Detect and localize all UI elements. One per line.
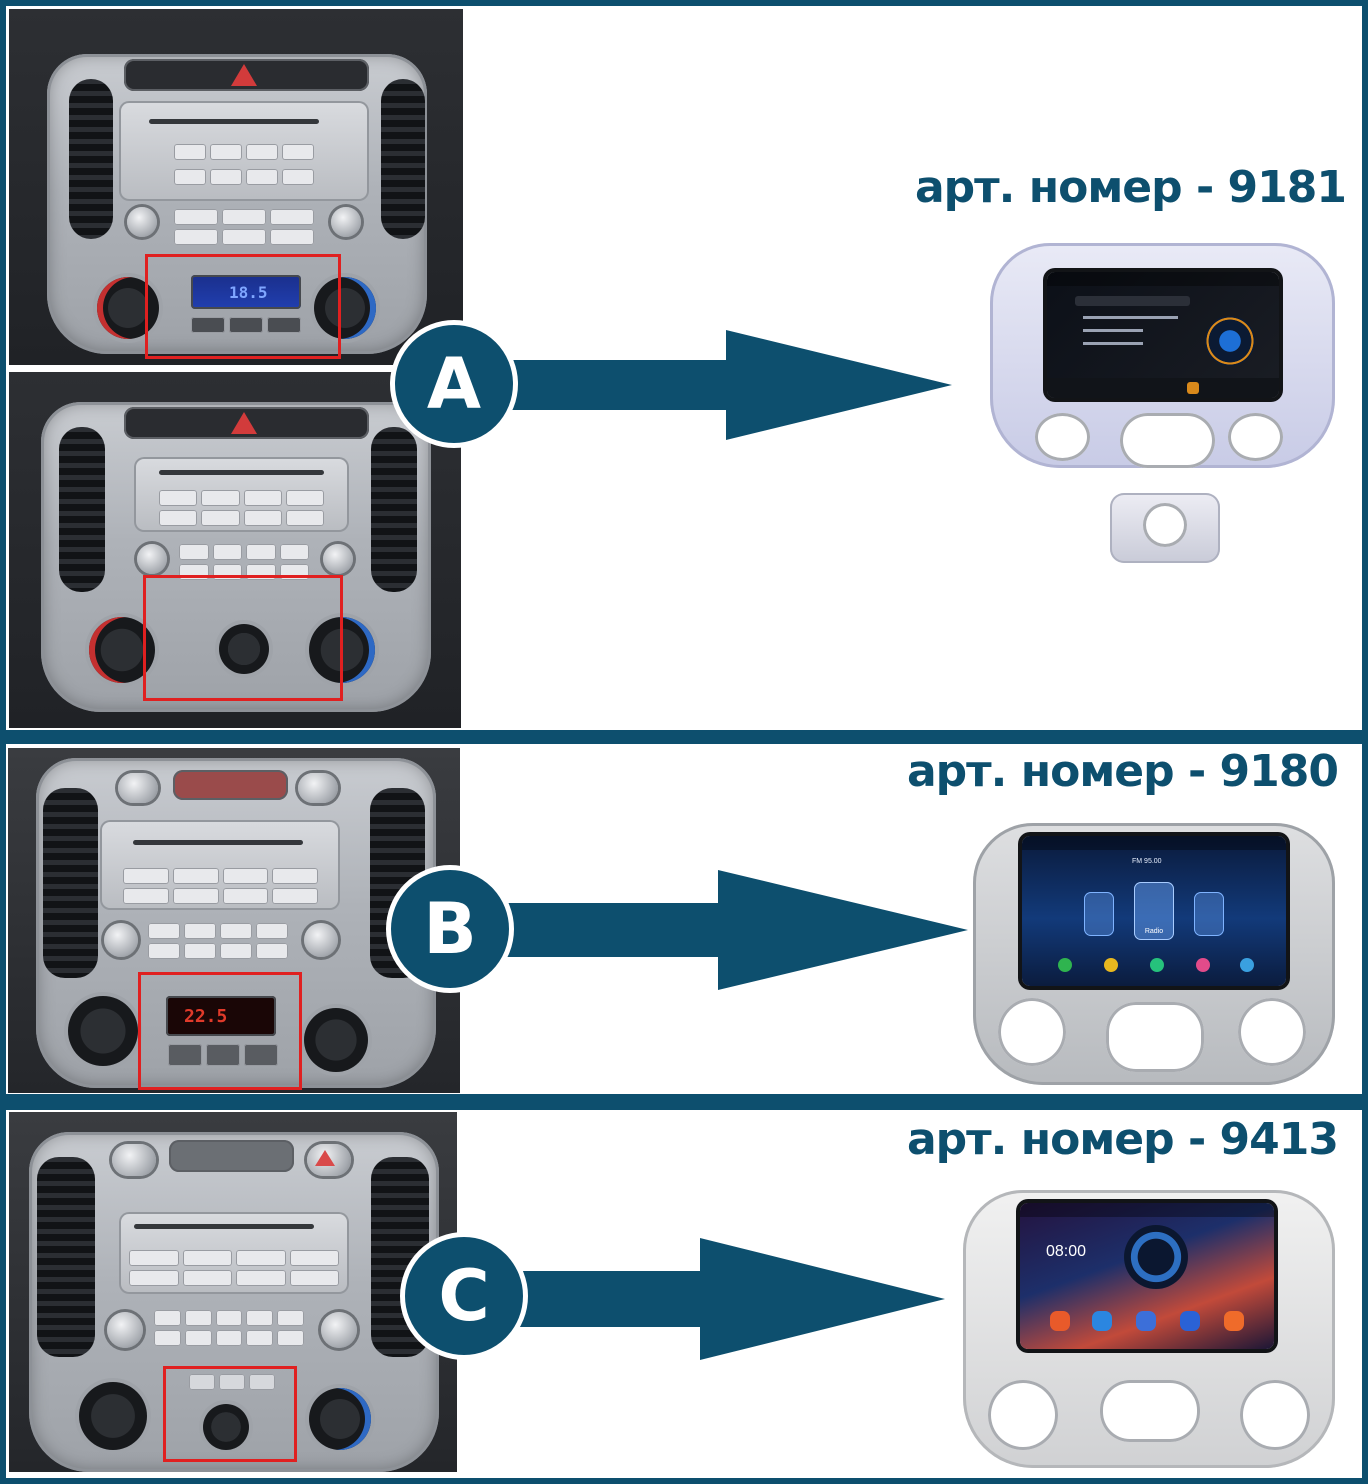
section-letter: C (438, 1255, 490, 1337)
climate-highlight-box (143, 575, 343, 701)
section-c-badge: C (400, 1232, 528, 1360)
article-number-c: арт. номер - 9413 (906, 1114, 1339, 1165)
divider-ab (0, 730, 1368, 740)
car-dashboard-photo-c (9, 1112, 457, 1472)
article-number-b: арт. номер - 9180 (906, 746, 1339, 797)
head-unit-image-c: 08:00 (958, 1185, 1340, 1475)
divider-bc (0, 1096, 1368, 1106)
climate-highlight-box (138, 972, 302, 1090)
arrow-a (440, 330, 960, 440)
radio-frequency-label: FM 95.00 (1132, 858, 1162, 865)
arrow-b (440, 870, 970, 990)
section-a-badge: A (390, 320, 518, 448)
radio-tile-label: Radio (1144, 928, 1164, 935)
article-number-a: арт. номер - 9181 (914, 162, 1347, 213)
head-unit-image-a (985, 238, 1340, 568)
section-letter: B (423, 888, 477, 970)
car-dashboard-photo-a1: 18.5 (9, 9, 463, 365)
section-letter: A (426, 343, 482, 425)
climate-highlight-box (163, 1366, 297, 1462)
arrow-c (470, 1238, 948, 1360)
car-dashboard-photo-a2 (9, 372, 461, 728)
section-b-badge: B (386, 865, 514, 993)
climate-highlight-box (145, 254, 341, 359)
clock-display: 08:00 (1046, 1243, 1087, 1260)
head-unit-image-b: FM 95.00 Radio (968, 818, 1340, 1090)
